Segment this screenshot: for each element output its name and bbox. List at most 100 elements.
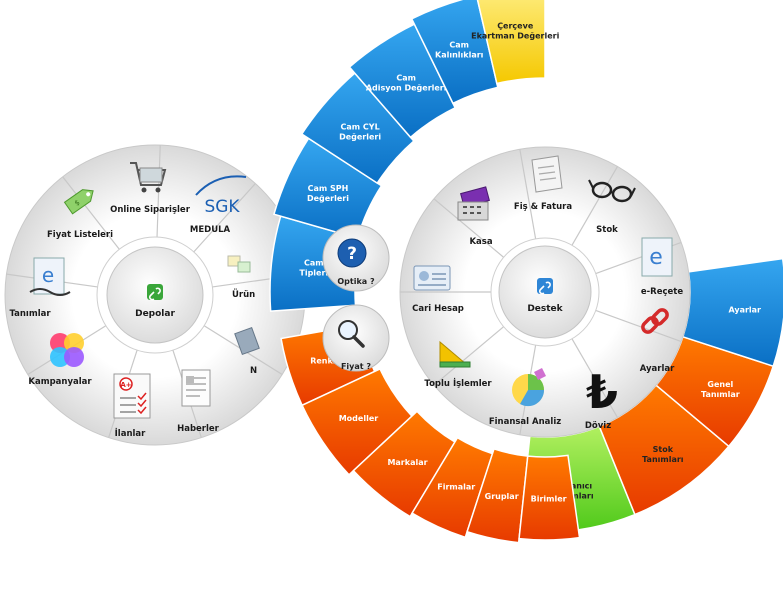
question-icon: ? [337,238,367,268]
boxes-icon [227,255,251,273]
magnifier-icon [338,320,365,348]
document-icon [181,369,211,407]
left-wheel-separator [62,176,120,250]
svg-text:e: e [649,245,663,270]
left-wheel: Depolar [4,144,306,446]
svg-text:SGK: SGK [204,197,240,217]
svg-text:Kasa: Kasa [469,237,492,247]
receipt-icon [531,155,563,193]
stok-item[interactable]: Stok [588,179,636,235]
lira-icon: ₺ [586,365,618,419]
link-icon [641,308,669,334]
optika-label: Optika ? [337,277,375,286]
svg-text:İlanlar: İlanlar [115,428,147,439]
fiyat-label: Fiyat ? [341,362,371,371]
online-siparisler-item[interactable]: Online Siparişler [110,162,191,215]
spiral-orange-button-4-label: Gruplar [485,492,519,501]
fiyat-button[interactable]: Fiyat ? [322,304,390,372]
svg-text:Döviz: Döviz [585,421,611,431]
ayarlar-arc-button-label: Ayarlar [728,305,761,314]
glasses-icon [588,179,636,203]
e-recete-item[interactable]: e e-Reçete [641,237,683,297]
pie-chart-icon [512,368,546,407]
shopping-cart-icon [130,162,167,193]
news-stack-icon [234,326,260,356]
glasses-document-icon: e [29,257,71,296]
tanimlar-item[interactable]: e Tanımlar [9,257,71,319]
right-wheel-separator [571,338,619,418]
svg-text:Fiyat Listeleri: Fiyat Listeleri [47,230,113,240]
n-item[interactable]: N [234,326,260,376]
urun-item[interactable]: Ürün [227,255,255,300]
kasa-item[interactable]: Kasa [457,186,493,247]
medula-item[interactable]: SGK MEDULA [190,175,247,235]
ayarlar-item[interactable]: Ayarlar [640,308,675,374]
finansal-analiz-item[interactable]: Finansal Analiz [489,368,561,427]
ilanlar-item[interactable]: A+ İlanlar [113,373,151,439]
cari-hesap-item[interactable]: Cari Hesap [412,265,464,314]
kampanyalar-item[interactable]: Kampanyalar [28,333,92,387]
svg-text:Fiş & Fatura: Fiş & Fatura [514,202,572,212]
spiral-orange-button-0-label: Renkler [310,357,345,366]
svg-text:MEDULA: MEDULA [190,225,231,235]
svg-text:Kampanyalar: Kampanyalar [28,377,92,387]
svg-text:Cari Hesap: Cari Hesap [412,304,464,314]
fiyat-listeleri-item[interactable]: $ Fiyat Listeleri [47,185,113,240]
spiral-orange-button-5[interactable]: Birimler [518,454,581,541]
right-wheel-separator [595,309,682,343]
spiral-orange-button-2[interactable]: Markalar [352,410,456,518]
prescription-icon: e [641,237,673,277]
card-reader-icon [457,186,490,221]
svg-text:Stok: Stok [596,225,618,235]
sgk-logo-icon: SGK [195,175,247,217]
spiral-orange-button-1[interactable]: Modeller [301,367,413,476]
depolar-label: Depolar [135,309,175,319]
spiral-orange-button-3[interactable]: Firmalar [411,436,494,539]
id-card-icon [413,265,451,291]
svg-text:$: $ [73,199,81,208]
spiral-orange-button-4[interactable]: Gruplar [466,447,529,544]
checklist-icon: A+ [113,373,151,419]
svg-text:Ayarlar: Ayarlar [640,364,675,374]
toplu-islemler-item[interactable]: Toplu İşlemler [424,340,492,389]
haberler-item[interactable]: Haberler [177,369,220,434]
right-wheel-separator [433,326,505,386]
spiral-orange-button-5-label: Birimler [531,494,567,503]
fis-fatura-item[interactable]: Fiş & Fatura [514,155,572,212]
depolar-hub[interactable]: Depolar [135,284,175,319]
doviz-item[interactable]: ₺ Döviz [585,365,618,431]
spiral-orange-button-2-label: Markalar [387,458,427,467]
svg-text:Ürün: Ürün [232,289,255,300]
optika-button[interactable]: ? Optika ? [322,224,390,292]
destek-hub[interactable]: Destek [527,278,564,314]
left-wheel-separator [193,183,256,253]
svg-text:Tanımlar: Tanımlar [9,309,51,319]
spiral-orange-button-3-label: Firmalar [437,483,475,492]
destek-label: Destek [527,304,563,314]
svg-text:e-Reçete: e-Reçete [641,287,683,297]
colorful-circles-icon [50,333,84,367]
right-wheel-separator [571,166,619,246]
price-tag-icon: $ [63,189,94,215]
svg-text:?: ? [347,244,357,264]
svg-text:A+: A+ [120,381,131,389]
svg-text:e: e [42,263,54,287]
spiral-orange-button-1-label: Modeller [339,414,379,423]
ruler-triangle-icon [439,340,471,368]
svg-text:Finansal Analiz: Finansal Analiz [489,417,561,427]
right-wheel-separator [519,149,537,239]
right-wheel-separator [433,198,505,258]
svg-text:Online Siparişler: Online Siparişler [110,205,191,215]
svg-text:Haberler: Haberler [177,424,220,434]
